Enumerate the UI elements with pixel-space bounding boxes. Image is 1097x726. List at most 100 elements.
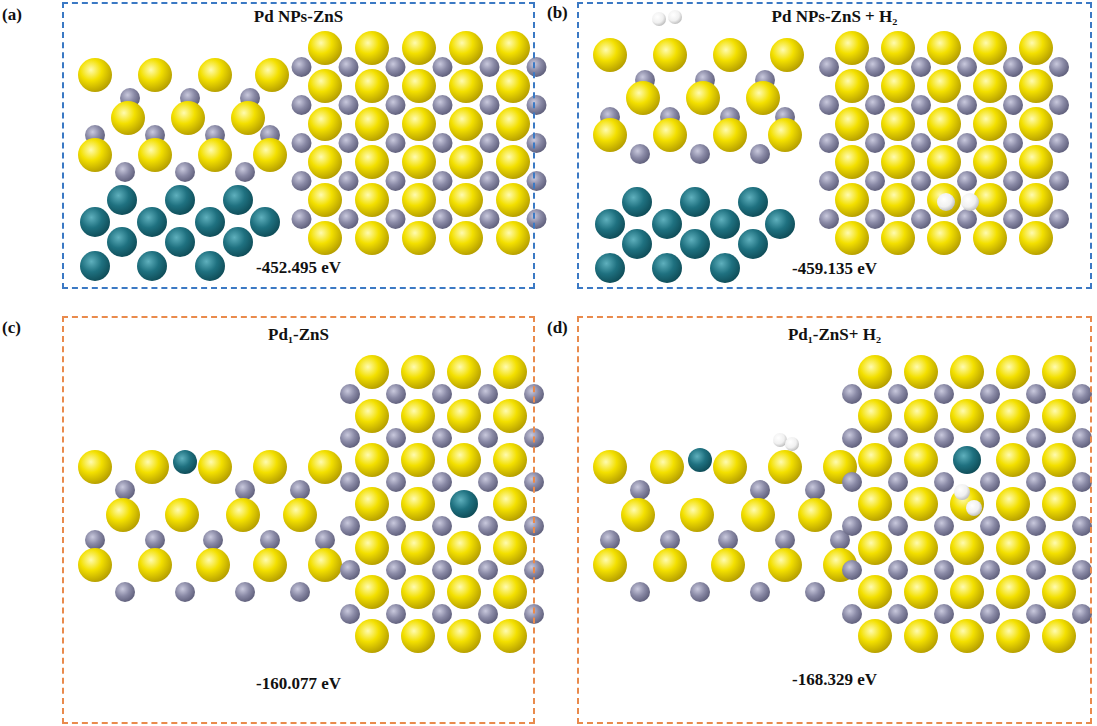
pd-atom [450,490,478,518]
s-atom [355,221,389,255]
zn-atom [1026,560,1046,580]
s-atom [138,138,172,172]
panel-letter: (c) [2,318,21,338]
s-atom [996,575,1030,609]
s-atom [858,399,892,433]
s-atom [1042,619,1076,653]
s-atom [881,31,915,65]
zn-atom [1026,384,1046,404]
zn-atom [1003,95,1023,115]
zn-atom [980,560,1000,580]
zn-atom [527,171,547,191]
s-atom [308,69,342,103]
zn-atom [934,472,954,492]
panel-title: Pd₁-ZnS+ H₂ [579,325,1090,345]
zn-atom [911,171,931,191]
zn-atom [865,133,885,153]
s-atom [401,355,435,389]
s-atom [138,548,172,582]
zn-atom [1072,384,1092,404]
zn-atom [1026,604,1046,624]
model-panel: Pd₁-ZnS+ H₂-168.329 eV [577,316,1092,724]
s-atom [308,548,342,582]
zn-atom [339,133,359,153]
s-atom [1042,531,1076,565]
panel-title: Pd NPs-ZnS + H₂ [579,7,1090,27]
zn-atom [842,384,862,404]
s-atom [253,138,287,172]
s-atom [78,450,112,484]
s-atom [402,31,436,65]
s-atom [713,450,747,484]
s-atom [447,399,481,433]
h-atom [773,433,787,447]
s-atom [198,450,232,484]
pd-atom [652,253,682,283]
zn-atom [478,384,498,404]
s-atom [746,81,780,115]
zn-atom [1003,209,1023,229]
s-atom [401,619,435,653]
pd-atom [738,229,768,259]
zn-atom [203,530,223,550]
zn-atom [292,209,312,229]
s-atom [78,548,112,582]
s-atom [950,355,984,389]
s-atom [355,619,389,653]
zn-atom [340,560,360,580]
zn-atom [1003,57,1023,77]
zn-atom [819,171,839,191]
s-atom [1042,443,1076,477]
zn-atom [842,560,862,580]
s-atom [308,31,342,65]
s-atom [711,548,745,582]
s-atom [496,107,530,141]
s-atom [355,487,389,521]
zn-atom [980,384,1000,404]
zn-atom [842,604,862,624]
s-atom [927,145,961,179]
zn-atom [315,530,335,550]
s-atom [1019,145,1053,179]
s-atom [858,575,892,609]
zn-atom [339,95,359,115]
s-atom [308,221,342,255]
s-atom [835,183,869,217]
s-atom [973,31,1007,65]
s-atom [593,118,627,152]
s-atom [713,118,747,152]
zn-atom [235,582,255,602]
energy-value: -160.077 eV [64,674,533,694]
s-atom [881,107,915,141]
pd-atom [137,251,167,281]
zn-atom [480,57,500,77]
h-atom [652,12,666,26]
s-atom [355,575,389,609]
s-atom [858,443,892,477]
zn-atom [819,133,839,153]
zn-atom [386,472,406,492]
pd-atom [80,251,110,281]
zn-atom [865,95,885,115]
s-atom [835,221,869,255]
s-atom [1019,31,1053,65]
energy-text: -452.495 eV [254,258,343,277]
zn-atom [478,560,498,580]
s-atom [1019,69,1053,103]
zn-atom [478,604,498,624]
zn-atom [480,171,500,191]
zn-atom [690,582,710,602]
s-atom [904,399,938,433]
zn-atom [957,133,977,153]
zn-atom [478,516,498,536]
zn-atom [478,428,498,448]
zn-atom [1072,472,1092,492]
s-atom [881,145,915,179]
energy-value: -459.135 eV [579,259,1090,279]
zn-atom [865,171,885,191]
panel-title-text: Pd NPs-ZnS + H₂ [770,7,900,26]
s-atom [858,531,892,565]
s-atom [308,145,342,179]
zn-atom [819,209,839,229]
zn-atom [339,171,359,191]
